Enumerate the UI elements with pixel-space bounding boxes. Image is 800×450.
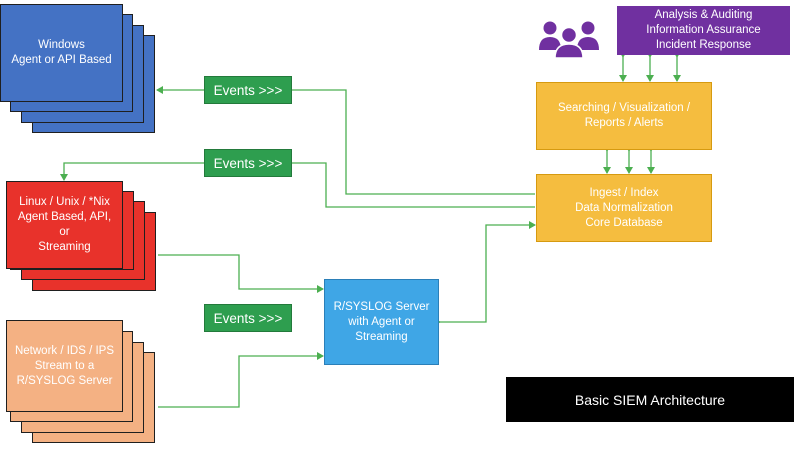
windows-source-label: Windows Agent or API Based <box>0 4 123 102</box>
events-tag-1: Events >>> <box>204 76 292 104</box>
connector-syslog-ingest <box>434 221 536 326</box>
connector-ingest-windows <box>156 86 535 195</box>
connector-ingest-linux <box>60 162 535 208</box>
connector-linux-syslog <box>158 254 324 293</box>
analysis-auditing-box: Analysis & Auditing Information Assuranc… <box>617 6 790 55</box>
users-group-icon <box>539 21 599 58</box>
ingest-index-box: Ingest / Index Data Normalization Core D… <box>536 174 712 242</box>
events-tag-3: Events >>> <box>204 304 292 332</box>
events-tag-2: Events >>> <box>204 149 292 177</box>
syslog-server-box: R/SYSLOG Server with Agent or Streaming <box>324 279 439 365</box>
connector-network-syslog <box>158 352 324 408</box>
linux-source-label: Linux / Unix / *Nix Agent Based, API, or… <box>6 181 123 269</box>
search-visualization-box: Searching / Visualization / Reports / Al… <box>536 82 712 150</box>
network-source-label: Network / IDS / IPS Stream to a R/SYSLOG… <box>6 320 123 412</box>
diagram-title-caption: Basic SIEM Architecture <box>506 377 794 422</box>
